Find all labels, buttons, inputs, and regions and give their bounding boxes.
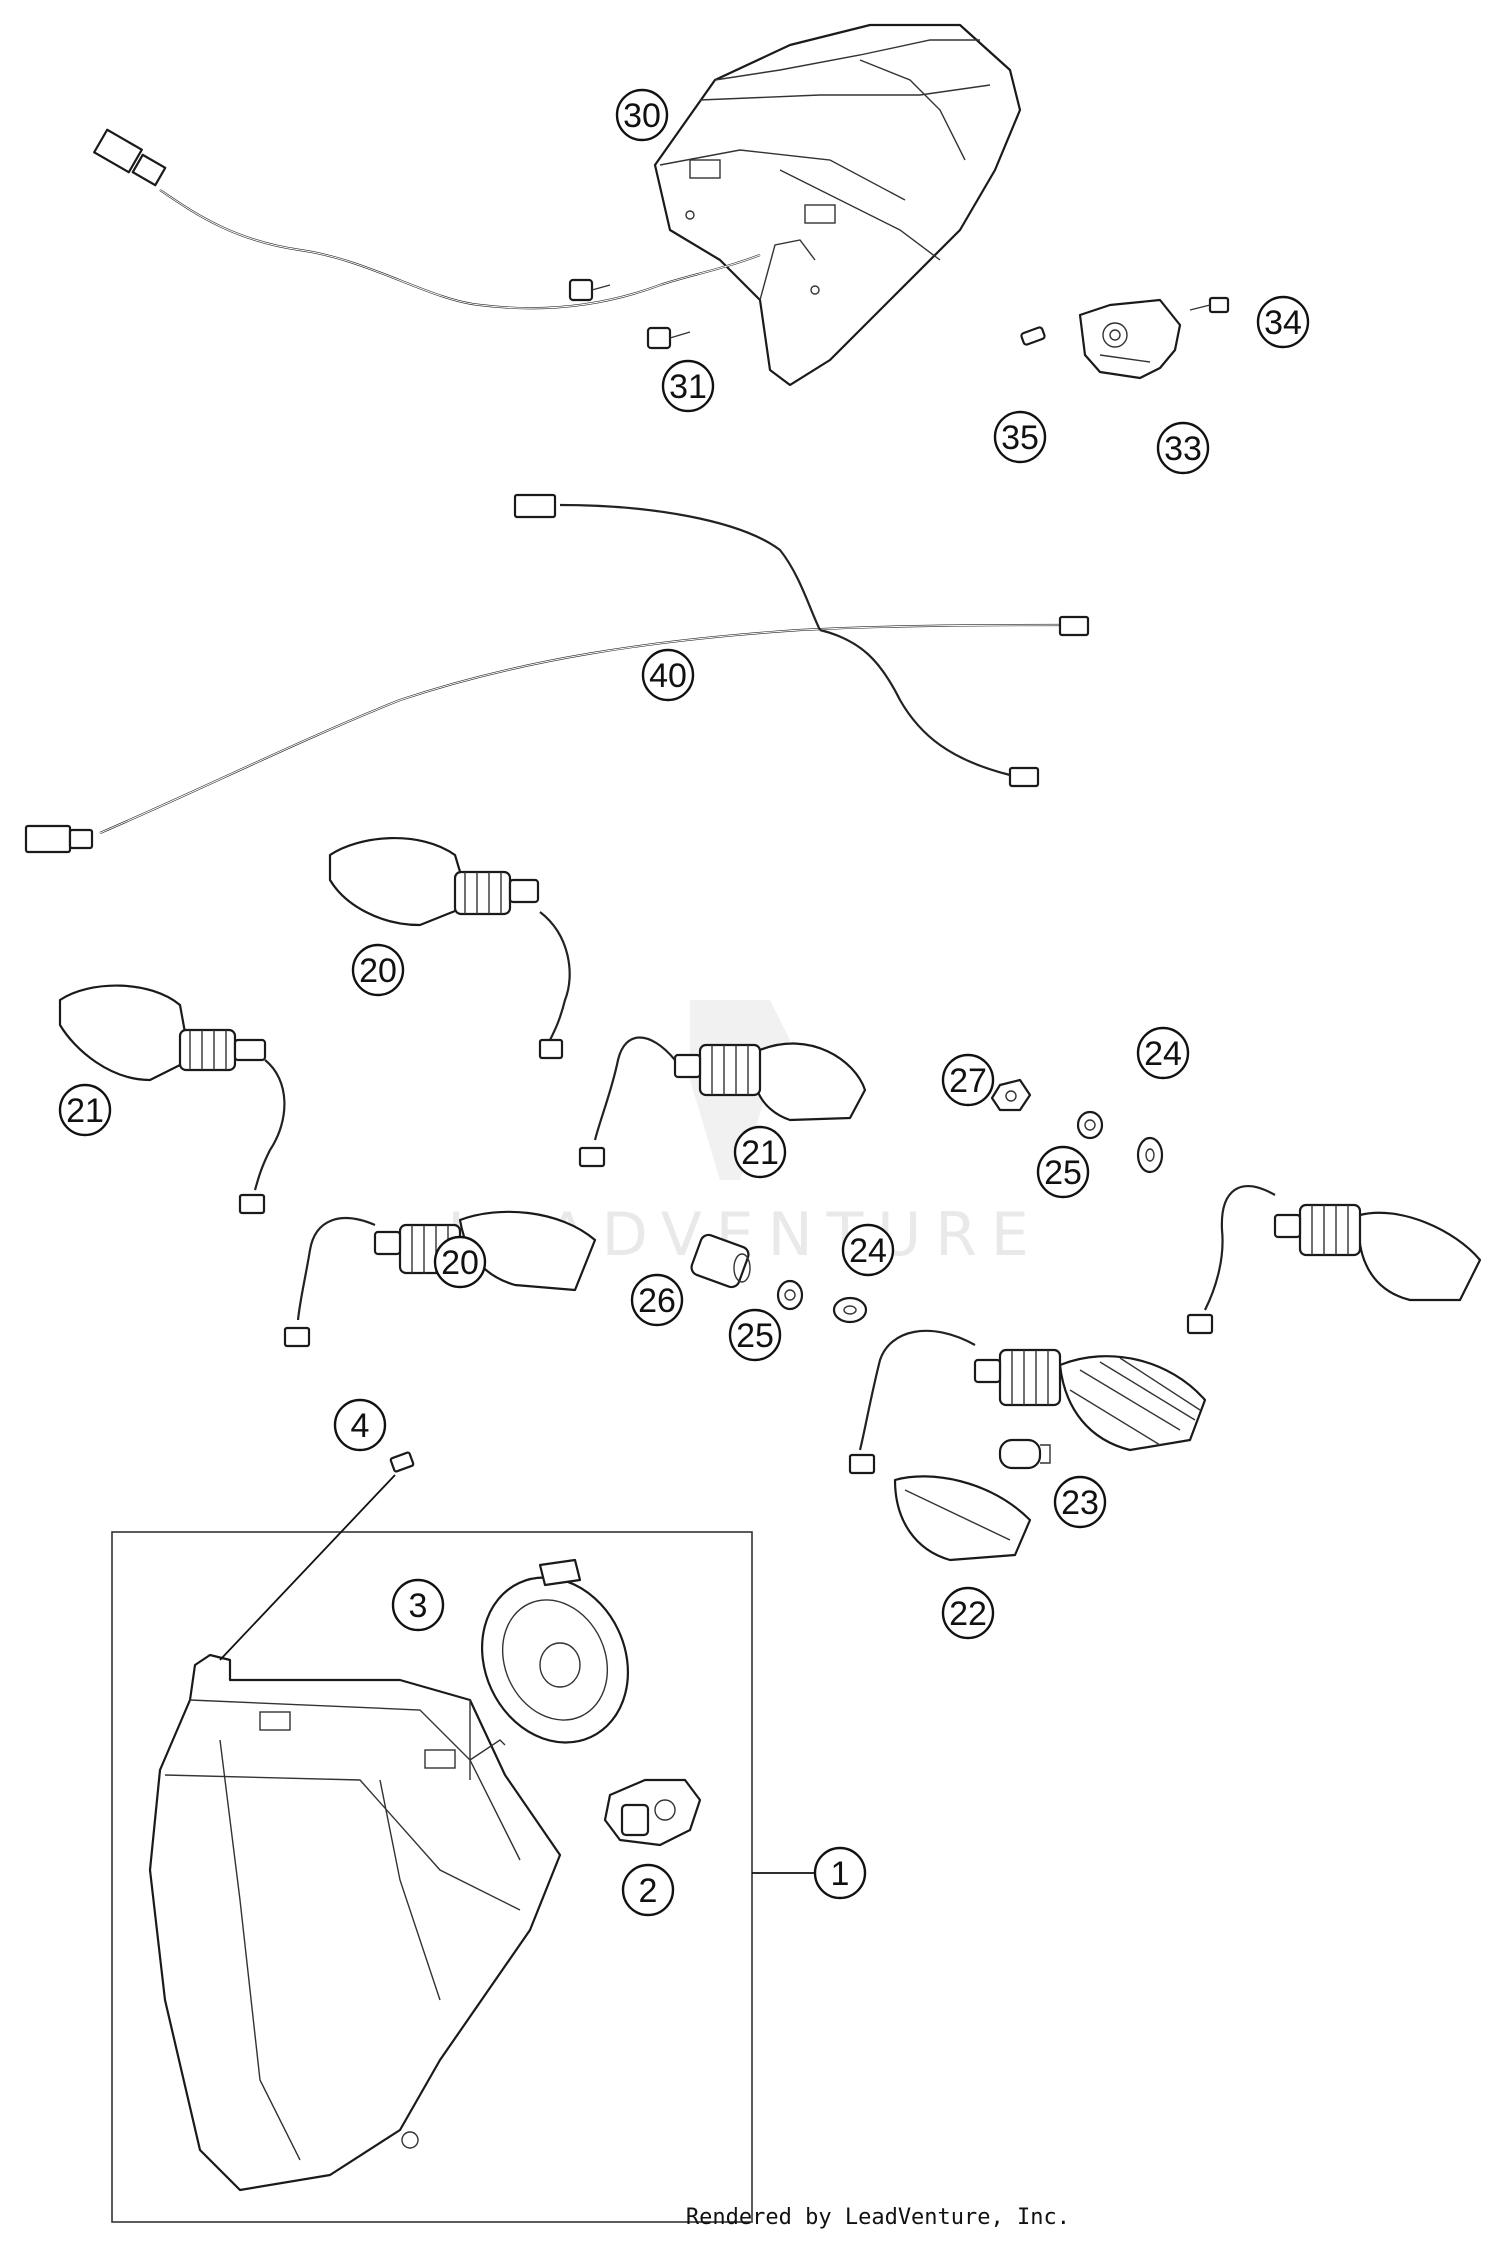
tail-light-screws (568, 278, 691, 350)
callout-c21b: 21 (733, 1125, 787, 1179)
headlight-bulb (603, 1778, 702, 1847)
tail-light-cable (93, 128, 761, 310)
callout-c21a: 21 (58, 1083, 112, 1137)
callout-label: 20 (359, 952, 397, 990)
callout-circle (813, 1846, 867, 1900)
callout-c24a: 24 (1136, 1026, 1190, 1080)
callout-c25a: 25 (1036, 1145, 1090, 1199)
callout-label: 21 (66, 1092, 104, 1130)
turn-signal-front-right (578, 1036, 867, 1168)
callout-c22: 22 (941, 1586, 995, 1640)
hardware-lockwasher-upper (1076, 1110, 1104, 1140)
callout-circle (391, 1578, 445, 1632)
turn-signal-lens (893, 1475, 1032, 1562)
hardware-nut (990, 1078, 1032, 1112)
callout-circle (433, 1235, 487, 1289)
turn-signal-bulb (998, 1438, 1051, 1470)
callout-c4: 4 (333, 1398, 387, 1452)
callout-label: 34 (1264, 304, 1302, 342)
callout-circle (941, 1053, 995, 1107)
callout-label: 24 (849, 1232, 887, 1270)
callout-label: 26 (638, 1282, 676, 1320)
wiring-harness (24, 493, 1090, 854)
callout-label: 31 (669, 368, 707, 406)
callout-circle (841, 1223, 895, 1277)
callout-label: 30 (623, 97, 661, 135)
callout-label: 25 (736, 1317, 774, 1355)
headlight-group-frame (111, 1531, 753, 2223)
callout-label: 1 (831, 1855, 850, 1893)
callout-circle (351, 943, 405, 997)
callout-label: 33 (1164, 430, 1202, 468)
callout-label: 4 (351, 1407, 370, 1445)
callout-c30: 30 (615, 88, 669, 142)
callout-circle (641, 648, 695, 702)
callout-label: 20 (441, 1244, 479, 1282)
callout-circle (993, 410, 1047, 464)
hardware-washer-upper (1136, 1136, 1164, 1174)
turn-signal-right-exploded (848, 1329, 1207, 1475)
callout-circle (333, 1398, 387, 1452)
bulb-small (1020, 326, 1046, 346)
render-credit: Rendered by LeadVenture, Inc. (685, 2205, 1070, 2230)
callout-c34: 34 (1256, 295, 1310, 349)
hardware-washer-lower (832, 1296, 868, 1324)
turn-signal-right (1186, 1185, 1482, 1335)
callout-c20a: 20 (351, 943, 405, 997)
callout-label: 40 (649, 657, 687, 695)
callout-label: 23 (1061, 1484, 1099, 1522)
callout-label: 24 (1144, 1035, 1182, 1073)
callout-c3: 3 (391, 1578, 445, 1632)
headlight-adjust-screw (219, 1451, 415, 1661)
callout-label: 25 (1044, 1154, 1082, 1192)
callout-circle (58, 1083, 112, 1137)
hardware-spacer (690, 1233, 751, 1289)
headlight-housing (148, 1653, 562, 2192)
callout-c1: 1 (813, 1846, 867, 1900)
callout-circle (1136, 1026, 1190, 1080)
callout-c26: 26 (630, 1273, 684, 1327)
callout-c24b: 24 (841, 1223, 895, 1277)
callout-circle (1053, 1475, 1107, 1529)
callout-circle (661, 359, 715, 413)
callout-c33: 33 (1156, 421, 1210, 475)
callout-label: 35 (1001, 419, 1039, 457)
callout-label: 2 (639, 1872, 658, 1910)
headlight-cap (480, 1558, 630, 1744)
callout-circle (728, 1308, 782, 1362)
callout-c2: 2 (621, 1863, 675, 1917)
tail-light-assembly (653, 23, 1022, 387)
callout-c27: 27 (941, 1053, 995, 1107)
callout-c31: 31 (661, 359, 715, 413)
callout-c35: 35 (993, 410, 1047, 464)
hardware-lockwasher-lower (776, 1279, 804, 1311)
callout-label: 27 (949, 1062, 987, 1100)
callout-circle (1036, 1145, 1090, 1199)
screw-small (1189, 296, 1230, 314)
callout-c25b: 25 (728, 1308, 782, 1362)
callout-circle (1256, 295, 1310, 349)
callout-layer: 30 31 35 33 34 40 20 21 21 20 27 24 25 26 24 25 4 3 23 22 1 2 (58, 88, 1310, 1917)
callout-c23: 23 (1053, 1475, 1107, 1529)
callout-circle (621, 1863, 675, 1917)
callout-label: 21 (741, 1134, 779, 1172)
callout-label: 3 (409, 1587, 428, 1625)
license-plate-light (1078, 298, 1182, 380)
turn-signal-rear-left-2 (58, 984, 286, 1215)
callout-circle (941, 1586, 995, 1640)
callout-circle (615, 88, 669, 142)
callout-c20b: 20 (433, 1235, 487, 1289)
callout-c40: 40 (641, 648, 695, 702)
turn-signal-rear-left (328, 837, 571, 1060)
callout-circle (1156, 421, 1210, 475)
callout-circle (630, 1273, 684, 1327)
callout-circle (733, 1125, 787, 1179)
callout-label: 22 (949, 1595, 987, 1633)
